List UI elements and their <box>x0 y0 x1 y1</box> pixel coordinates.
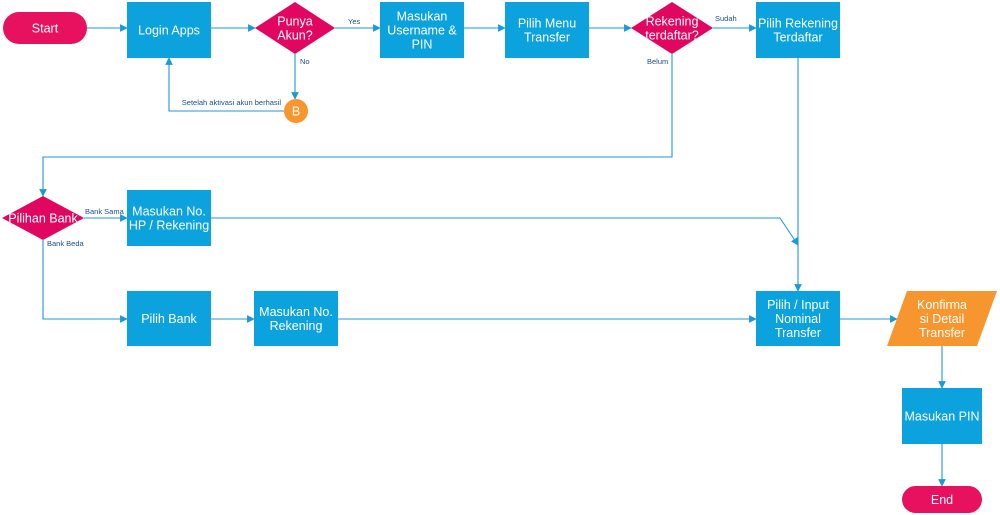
process-shape <box>127 190 211 246</box>
node-no-hp: Masukan No.HP / Rekening <box>127 190 211 246</box>
process-shape <box>505 2 589 58</box>
edge-label-rekening-pilihrek: Sudah <box>715 14 737 23</box>
process-shape <box>756 291 840 346</box>
edge-label-punya-username: Yes <box>348 17 360 26</box>
node-label: Pilih Bank <box>141 312 197 326</box>
node-label: Start <box>32 22 59 36</box>
edge-label-pilihanbank-pilihbank: Bank Beda <box>47 239 85 248</box>
node-label-line: Masukan PIN <box>904 410 979 424</box>
node-label-line: Pilih Bank <box>141 312 197 326</box>
node-label-line: Akun? <box>277 29 312 43</box>
node-label: Masukan No.Rekening <box>259 305 333 333</box>
decision-shape <box>631 2 713 54</box>
node-pilih-bank: Pilih Bank <box>127 291 211 346</box>
node-label-line: Transfer <box>524 31 570 45</box>
node-label: Pilihan Bank <box>8 212 78 226</box>
process-shape <box>127 2 211 58</box>
node-label-line: Pilihan Bank <box>8 212 78 226</box>
node-label-line: HP / Rekening <box>129 219 209 233</box>
node-label-line: Masukan No. <box>259 305 333 319</box>
node-label-line: Pilih Rekening <box>758 17 838 31</box>
node-label: Masukan No.HP / Rekening <box>129 205 209 233</box>
node-label-line: Pilih Menu <box>518 17 576 31</box>
node-label-line: Terdaftar <box>773 31 822 45</box>
node-label-line: Rekening <box>646 15 699 29</box>
connector-shape <box>284 99 308 123</box>
io-shape <box>887 291 997 346</box>
node-label-line: B <box>292 105 300 119</box>
node-label-line: Pilih / Input <box>767 298 829 312</box>
edge-label-connector-login: Setelah aktivasi akun berhasil <box>182 98 282 107</box>
node-label-line: Masukan No. <box>132 205 206 219</box>
node-pin: Masukan PIN <box>902 388 982 444</box>
edge-nohp-nominal <box>211 217 799 246</box>
node-no-rek: Masukan No.Rekening <box>254 291 338 346</box>
process-shape <box>902 388 982 444</box>
node-label: End <box>931 493 953 507</box>
node-label: B <box>292 105 300 119</box>
process-shape <box>756 2 840 58</box>
edge-label-punya-connector: No <box>300 57 310 66</box>
process-shape <box>127 291 211 346</box>
process-shape <box>254 291 338 346</box>
edge-connector-login <box>165 57 284 112</box>
node-label: Masukan PIN <box>904 410 979 424</box>
decision-shape <box>255 2 335 54</box>
terminal-shape <box>3 12 87 44</box>
process-shape <box>380 2 464 58</box>
node-label-line: Transfer <box>775 326 821 340</box>
node-label-line: Rekening <box>270 319 323 333</box>
node-label-line: Login Apps <box>138 24 200 38</box>
node-label-line: Nominal <box>775 312 821 326</box>
edge-rekening-pilihanbank <box>39 54 673 197</box>
terminal-shape <box>902 486 982 513</box>
node-login: Login Apps <box>127 2 211 58</box>
node-label-line: Username & <box>387 24 457 38</box>
edge-pilihanbank-pilihbank <box>42 240 128 323</box>
node-label-line: terdaftar? <box>645 29 699 43</box>
node-label-line: Start <box>32 22 59 36</box>
node-label-line: Punya <box>277 15 312 29</box>
node-label: Login Apps <box>138 24 200 38</box>
node-connector-b: B <box>284 99 308 123</box>
node-label-line: Konfirma <box>917 298 967 312</box>
edge-label-rekening-pilihanbank: Belum <box>647 57 668 66</box>
node-label-line: End <box>931 493 953 507</box>
node-label-line: PIN <box>412 38 433 52</box>
edges-layer <box>39 24 946 487</box>
node-start: Start <box>3 12 87 44</box>
node-label-line: Masukan <box>397 10 448 24</box>
decision-shape <box>2 196 84 240</box>
node-label-line: Transfer <box>919 326 965 340</box>
node-end: End <box>902 486 982 513</box>
node-pilihan-bank: Pilihan Bank <box>2 196 84 240</box>
edge-label-pilihanbank-nohp: Bank Sama <box>85 207 125 216</box>
node-label-line: si Detail <box>920 312 964 326</box>
